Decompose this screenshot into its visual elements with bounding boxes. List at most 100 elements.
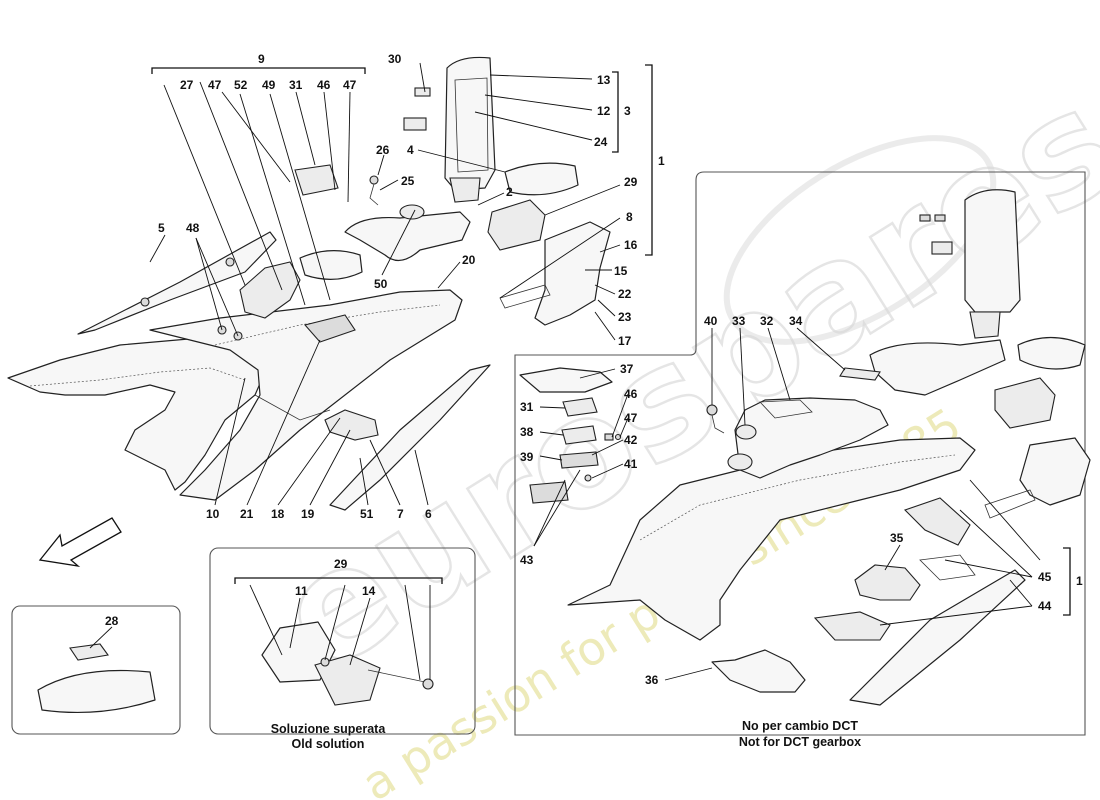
cushion-clip-part xyxy=(69,643,109,661)
callout-19: 19 xyxy=(301,507,315,521)
switch-cover-part xyxy=(562,397,598,417)
leader-38 xyxy=(539,431,564,436)
leader-26 xyxy=(377,154,385,176)
callout-34: 34 xyxy=(789,314,803,328)
callout-7: 7 xyxy=(397,507,404,521)
leader-29-inset-b xyxy=(324,584,346,661)
cup-holder-part xyxy=(727,453,753,471)
connector-part xyxy=(369,175,379,185)
floor-plate-part xyxy=(813,611,891,641)
main-console-assembly xyxy=(7,56,611,511)
leader-41 xyxy=(591,463,624,479)
leader-27a xyxy=(163,84,246,286)
frame-structure-part xyxy=(534,221,611,326)
mount-bracket-part xyxy=(903,497,971,546)
leader-8 xyxy=(499,217,621,299)
callout-numbers: 9 30 13 12 3 24 1 27 47 52 49 31 46 47 4… xyxy=(105,52,1083,687)
watermark-swoosh xyxy=(723,135,997,345)
callout-31-b: 31 xyxy=(520,400,534,414)
callout-22: 22 xyxy=(618,287,632,301)
dct-console-opening xyxy=(759,399,813,419)
dct-cushion-part xyxy=(1017,336,1086,370)
leader-31b xyxy=(539,406,566,409)
callout-51: 51 xyxy=(360,507,374,521)
armrest-base-part xyxy=(344,211,471,261)
leader-19 xyxy=(309,429,351,506)
old-rod-part xyxy=(367,669,426,683)
callout-44: 44 xyxy=(1038,599,1052,613)
tunnel-base-stitch xyxy=(29,367,246,387)
callout-31-a: 31 xyxy=(289,78,303,92)
leader-46b xyxy=(611,393,629,438)
callout-27: 27 xyxy=(180,78,194,92)
dct-variant-frame xyxy=(514,171,1086,736)
dct-frame-rail xyxy=(984,489,1036,519)
leader-lines xyxy=(89,62,1041,681)
leader-1b xyxy=(969,479,1041,561)
leader-7 xyxy=(369,439,401,506)
callout-29-inset: 29 xyxy=(334,557,348,571)
callout-36: 36 xyxy=(645,673,659,687)
dct-latch-part xyxy=(931,241,953,255)
callout-47-b: 47 xyxy=(343,78,357,92)
bracket-29-inset xyxy=(234,577,443,584)
leader-28 xyxy=(89,626,113,649)
callout-11: 11 xyxy=(295,584,308,598)
connector-block-part xyxy=(529,481,569,504)
leader-46a xyxy=(323,91,336,191)
callout-3: 3 xyxy=(624,104,631,118)
bracket-9 xyxy=(151,67,366,74)
armrest-cushion-part xyxy=(504,162,579,196)
dct-side-panel-part xyxy=(849,569,1026,706)
leader-47b xyxy=(347,91,351,203)
bracket-1-right xyxy=(1063,547,1071,616)
callout-48: 48 xyxy=(186,221,200,235)
leader-24 xyxy=(474,111,593,141)
side-trim-left-part xyxy=(77,231,277,335)
dct-frame-part xyxy=(1019,437,1091,506)
leader-48a xyxy=(195,237,223,331)
side-trim-clip xyxy=(140,297,150,307)
mount-plate-part xyxy=(919,554,976,581)
leader-52 xyxy=(239,93,306,306)
leader-16 xyxy=(599,244,621,253)
callout-6: 6 xyxy=(425,507,432,521)
bracket-1-top xyxy=(645,64,653,256)
leader-47c xyxy=(619,417,629,438)
leader-5 xyxy=(149,234,166,263)
callout-38: 38 xyxy=(520,425,534,439)
leader-34 xyxy=(796,327,846,371)
leader-18 xyxy=(277,417,341,506)
callout-1-top: 1 xyxy=(658,154,665,168)
cover-panel-part xyxy=(294,164,339,196)
cushion-inset-frame xyxy=(11,605,181,735)
callout-42: 42 xyxy=(624,433,638,447)
callout-47-a: 47 xyxy=(208,78,222,92)
side-panel-right-part xyxy=(329,364,491,511)
dct-connector-wire xyxy=(711,414,725,434)
old-bracket-part xyxy=(314,654,381,706)
old-solution-frame xyxy=(209,547,476,735)
cup-holder-part xyxy=(735,424,757,440)
leader-47a xyxy=(221,91,291,183)
leader-29-inset-a xyxy=(249,584,283,656)
cup-holder-part xyxy=(399,204,425,220)
side-trim-clip xyxy=(225,257,235,267)
callout-26: 26 xyxy=(376,143,390,157)
callout-33: 33 xyxy=(732,314,746,328)
dct-latch-screw xyxy=(934,214,946,222)
callout-10: 10 xyxy=(206,507,220,521)
armrest-hinge-part xyxy=(449,177,481,203)
leader-44a xyxy=(879,605,1033,626)
callout-12: 12 xyxy=(597,104,611,118)
dct-upper-console-part xyxy=(734,397,889,479)
leader-6 xyxy=(414,449,429,506)
leader-35 xyxy=(884,544,901,571)
old-solution-caption-en: Old solution xyxy=(292,737,365,751)
leader-27b xyxy=(199,81,283,291)
leader-4 xyxy=(417,149,506,173)
callout-50: 50 xyxy=(374,277,388,291)
leader-48b xyxy=(195,237,239,337)
tray-part xyxy=(519,367,613,393)
callout-17: 17 xyxy=(618,334,632,348)
